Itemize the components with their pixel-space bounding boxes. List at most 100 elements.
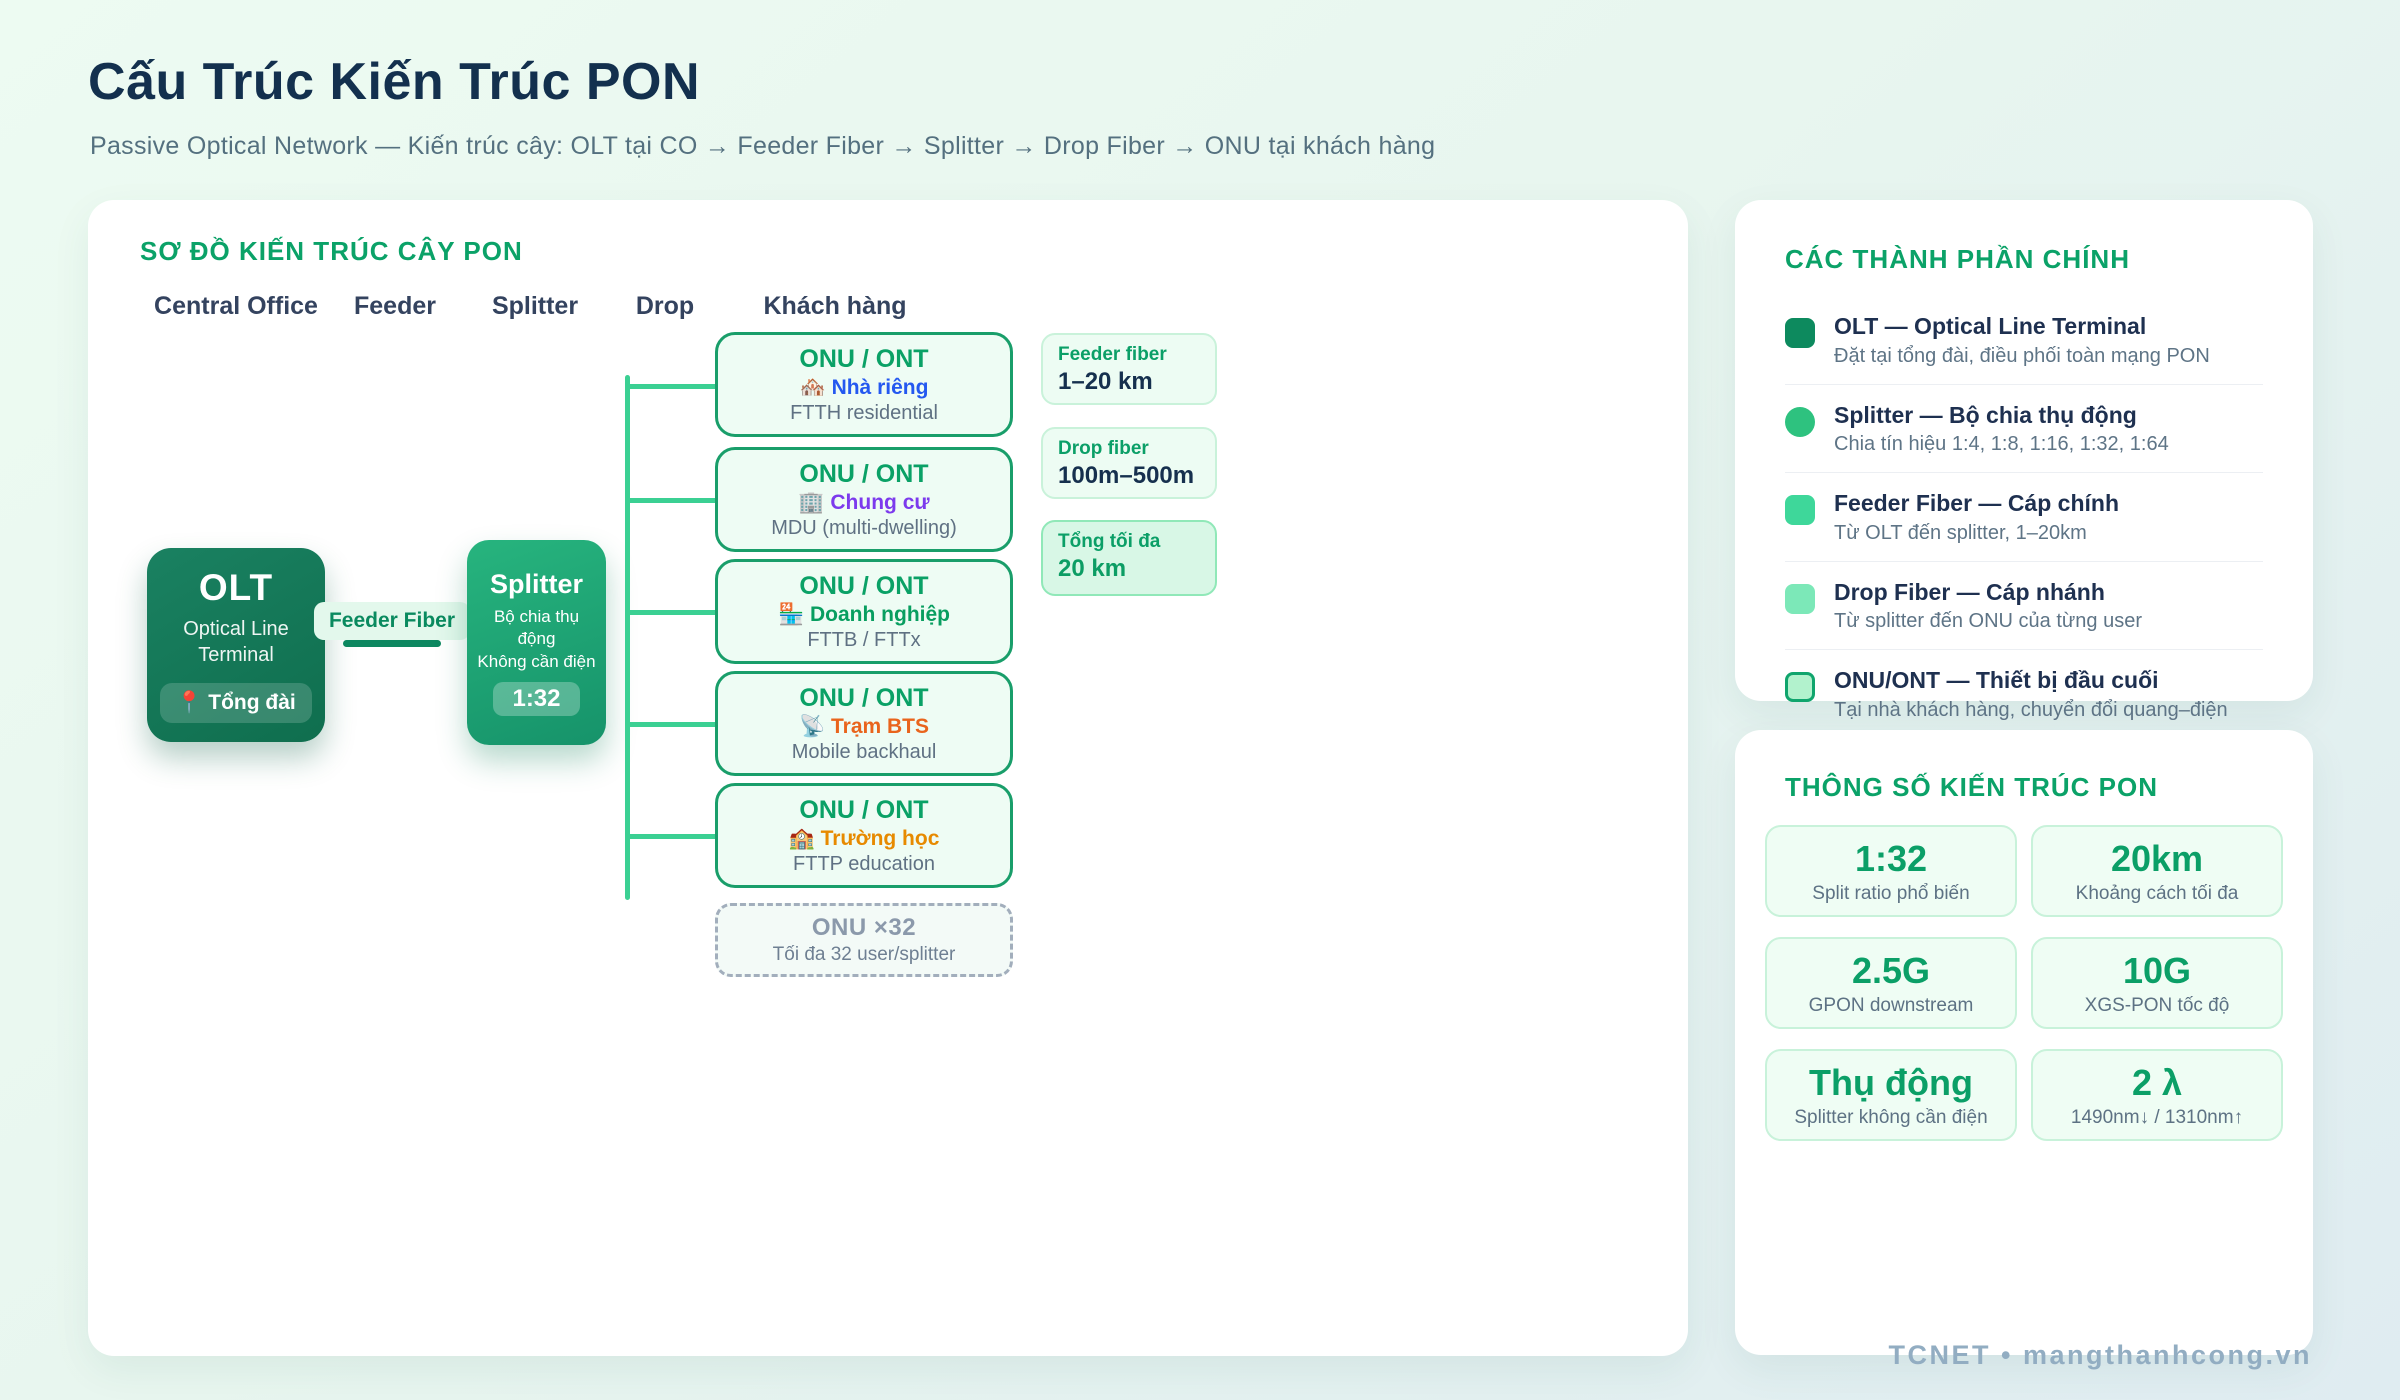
legend-item-name: ONU/ONT — Thiết bị đầu cuối [1834,667,2159,694]
stat-value: Thụ động [1809,1061,1973,1103]
houses-icon: 🏘️ [799,375,826,399]
onu-title: ONU / ONT [799,795,929,824]
onu-type-label: 🏫 Trường học [789,827,940,851]
stat-label: Splitter không cần điện [1794,1106,1988,1128]
stat-card-split-ratio: 1:32 Split ratio phổ biến [1765,825,2017,917]
onu-node-bts: ONU / ONT 📡 Trạm BTS Mobile backhaul [715,671,1013,776]
legend-item-drop-fiber: Drop Fiber — Cáp nhánh Từ splitter đến O… [1785,562,2263,651]
onu-title: ONU / ONT [799,571,929,600]
components-list: OLT — Optical Line Terminal Đặt tại tổng… [1785,296,2263,738]
olt-node: OLT Optical Line Terminal 📍 Tổng đài [147,548,325,742]
legend-item-text: OLT — Optical Line Terminal Đặt tại tổng… [1834,313,2210,368]
column-label-customer: Khách hàng [763,292,907,320]
drop-branch-line [628,498,716,503]
onu-subtitle: FTTB / FTTx [807,628,921,651]
stat-value: 20km [2110,837,2204,879]
components-panel-title: CÁC THÀNH PHẦN CHÍNH [1785,244,2130,274]
legend-item-name: Splitter — Bộ chia thụ động [1834,401,2137,428]
stat-card-xgspon-speed: 10G XGS-PON tốc độ [2031,937,2283,1029]
stat-value: 2.5G [1851,949,1931,991]
stat-value: 1:32 [1854,837,1928,879]
onu-type-text: Doanh nghiệp [810,602,950,626]
onu-type-text: Trường học [820,826,940,850]
info-card-total-distance: Tổng tối đa 20 km [1041,520,1217,596]
store-icon: 🏪 [778,602,805,626]
drop-trunk-line [625,375,630,900]
splitter-name: Splitter [489,569,583,600]
page-subtitle: Passive Optical Network — Kiến trúc cây:… [90,132,1436,160]
info-card-title: Feeder fiber [1058,344,1167,365]
onu-more-title: ONU ×32 [811,914,917,941]
column-label-feeder: Feeder [354,292,436,320]
drop-fiber-marker-icon [1785,583,1815,614]
stat-label: Khoảng cách tối đa [2075,882,2239,904]
onu-type-text: Nhà riêng [831,375,929,399]
column-label-central-office: Central Office [154,292,318,320]
legend-item-onu: ONU/ONT — Thiết bị đầu cuối Tại nhà khác… [1785,650,2263,738]
diagram-panel-title: SƠ ĐỒ KIẾN TRÚC CÂY PON [140,236,523,266]
onu-subtitle: FTTP education [793,852,935,875]
stat-label: 1490nm↓ / 1310nm↑ [2070,1106,2244,1128]
splitter-ratio-badge: 1:32 [493,681,580,716]
feeder-fiber-line [343,640,441,647]
legend-item-text: Splitter — Bộ chia thụ động Chia tín hiệ… [1834,402,2169,457]
olt-location-badge: 📍 Tổng đài [160,682,312,723]
onu-title: ONU / ONT [799,459,929,488]
stat-card-wavelengths: 2 λ 1490nm↓ / 1310nm↑ [2031,1049,2283,1141]
stat-card-max-distance: 20km Khoảng cách tối đa [2031,825,2283,917]
stat-value: 10G [2122,949,2192,991]
onu-title: ONU / ONT [799,344,929,373]
drop-branch-line [628,610,716,615]
pin-icon: 📍 [176,690,203,714]
legend-item-text: ONU/ONT — Thiết bị đầu cuối Tại nhà khác… [1834,667,2228,722]
onu-type-label: 🏢 Chung cư [798,491,929,515]
onu-marker-icon [1785,672,1815,703]
info-card-drop-distance: Drop fiber 100m–500m [1041,427,1217,499]
onu-type-text: Chung cư [830,490,930,514]
column-label-splitter: Splitter [491,292,579,320]
splitter-marker-icon [1785,406,1815,437]
onu-subtitle: MDU (multi-dwelling) [771,516,957,539]
stat-card-gpon-downstream: 2.5G GPON downstream [1765,937,2017,1029]
legend-item-splitter: Splitter — Bộ chia thụ động Chia tín hiệ… [1785,385,2263,474]
column-label-drop: Drop [635,292,695,320]
info-card-title: Tổng tối đa [1058,531,1161,552]
specs-panel: THÔNG SỐ KIẾN TRÚC PON 1:32 Split ratio … [1735,730,2313,1355]
splitter-node: Splitter Bộ chia thụ động Không cần điện… [467,540,606,745]
feeder-fiber-marker-icon [1785,495,1815,526]
splitter-desc-line2: Không cần điện [477,651,596,671]
diagram-panel: SƠ ĐỒ KIẾN TRÚC CÂY PON Central Office F… [88,200,1688,1356]
olt-description: Optical Line Terminal [183,618,289,666]
satellite-antenna-icon: 📡 [798,714,826,738]
page-title: Cấu Trúc Kiến Trúc PON [88,53,701,111]
components-panel: CÁC THÀNH PHẦN CHÍNH OLT — Optical Line … [1735,200,2313,721]
legend-item-text: Drop Fiber — Cáp nhánh Từ splitter đến O… [1834,579,2142,634]
info-card-value: 100m–500m [1058,462,1195,489]
info-card-feeder-distance: Feeder fiber 1–20 km [1041,333,1217,405]
feeder-fiber-label: Feeder Fiber [313,602,471,640]
onu-type-label: 🏪 Doanh nghiệp [778,603,950,627]
legend-item-desc: Tại nhà khách hàng, chuyển đổi quang–điệ… [1834,698,2228,721]
onu-subtitle: FTTH residential [790,401,938,424]
olt-marker-icon [1785,318,1815,348]
onu-node-residential: ONU / ONT 🏘️ Nhà riêng FTTH residential [715,332,1013,437]
specs-grid: 1:32 Split ratio phổ biến 20km Khoảng cá… [1765,825,2283,1141]
legend-item-desc: Từ splitter đến ONU của từng user [1834,610,2143,633]
onu-node-mdu: ONU / ONT 🏢 Chung cư MDU (multi-dwelling… [715,447,1013,552]
onu-type-text: Trạm BTS [830,714,930,738]
specs-panel-title: THÔNG SỐ KIẾN TRÚC PON [1785,772,2159,802]
stat-card-passive: Thụ động Splitter không cần điện [1765,1049,2017,1141]
legend-item-feeder-fiber: Feeder Fiber — Cáp chính Từ OLT đến spli… [1785,473,2263,562]
splitter-description: Bộ chia thụ động Không cần điện [475,606,598,672]
stat-label: Split ratio phổ biến [1812,882,1970,904]
info-card-value: 20 km [1058,555,1127,582]
school-icon: 🏫 [788,826,815,850]
onu-type-label: 📡 Trạm BTS [799,715,929,739]
legend-item-olt: OLT — Optical Line Terminal Đặt tại tổng… [1785,296,2263,385]
onu-type-label: 🏘️ Nhà riêng [800,376,929,400]
stat-label: XGS-PON tốc độ [2084,994,2230,1016]
legend-item-desc: Chia tín hiệu 1:4, 1:8, 1:16, 1:32, 1:64 [1834,433,2169,456]
info-card-value: 1–20 km [1058,368,1153,395]
drop-branch-line [628,834,716,839]
